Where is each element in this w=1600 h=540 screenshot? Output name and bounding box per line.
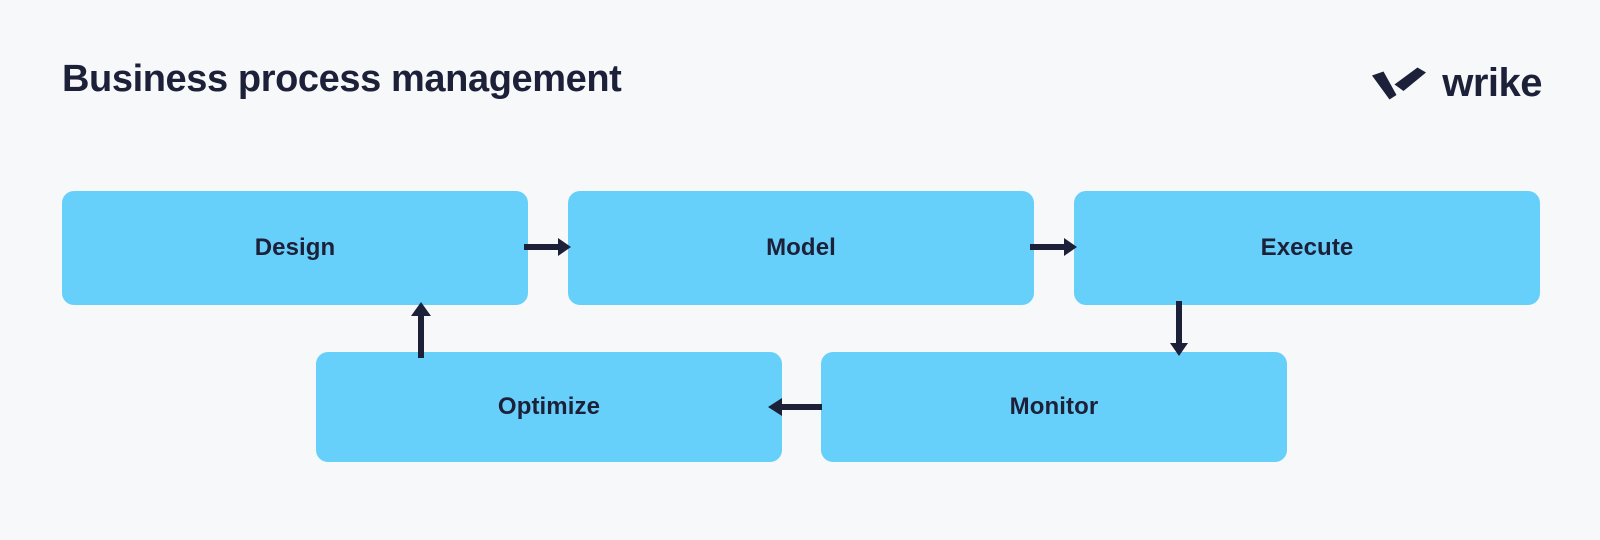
arrow-monitor-to-optimize-icon [766,392,822,422]
wrike-checkmark-icon [1372,64,1428,102]
process-box-optimize-label: Optimize [497,393,601,420]
process-box-design-label: Design [254,234,336,261]
process-box-monitor[interactable]: Monitor [821,352,1287,462]
process-box-monitor-label: Monitor [1009,393,1099,420]
brand-wordmark: wrike [1442,61,1542,105]
process-box-optimize[interactable]: Optimize [316,352,782,462]
process-box-design[interactable]: Design [62,191,528,305]
process-box-model-label: Model [766,234,836,261]
arrow-optimize-to-design-icon [406,300,436,358]
arrow-model-to-execute-icon [1030,232,1078,262]
process-box-execute[interactable]: Execute [1074,191,1540,305]
process-box-model[interactable]: Model [568,191,1034,305]
arrow-execute-to-monitor-icon [1164,301,1194,357]
page-title: Business process management [62,58,622,100]
process-box-execute-label: Execute [1260,234,1354,261]
arrow-design-to-model-icon [524,232,572,262]
brand-logo: wrike [1372,57,1542,109]
